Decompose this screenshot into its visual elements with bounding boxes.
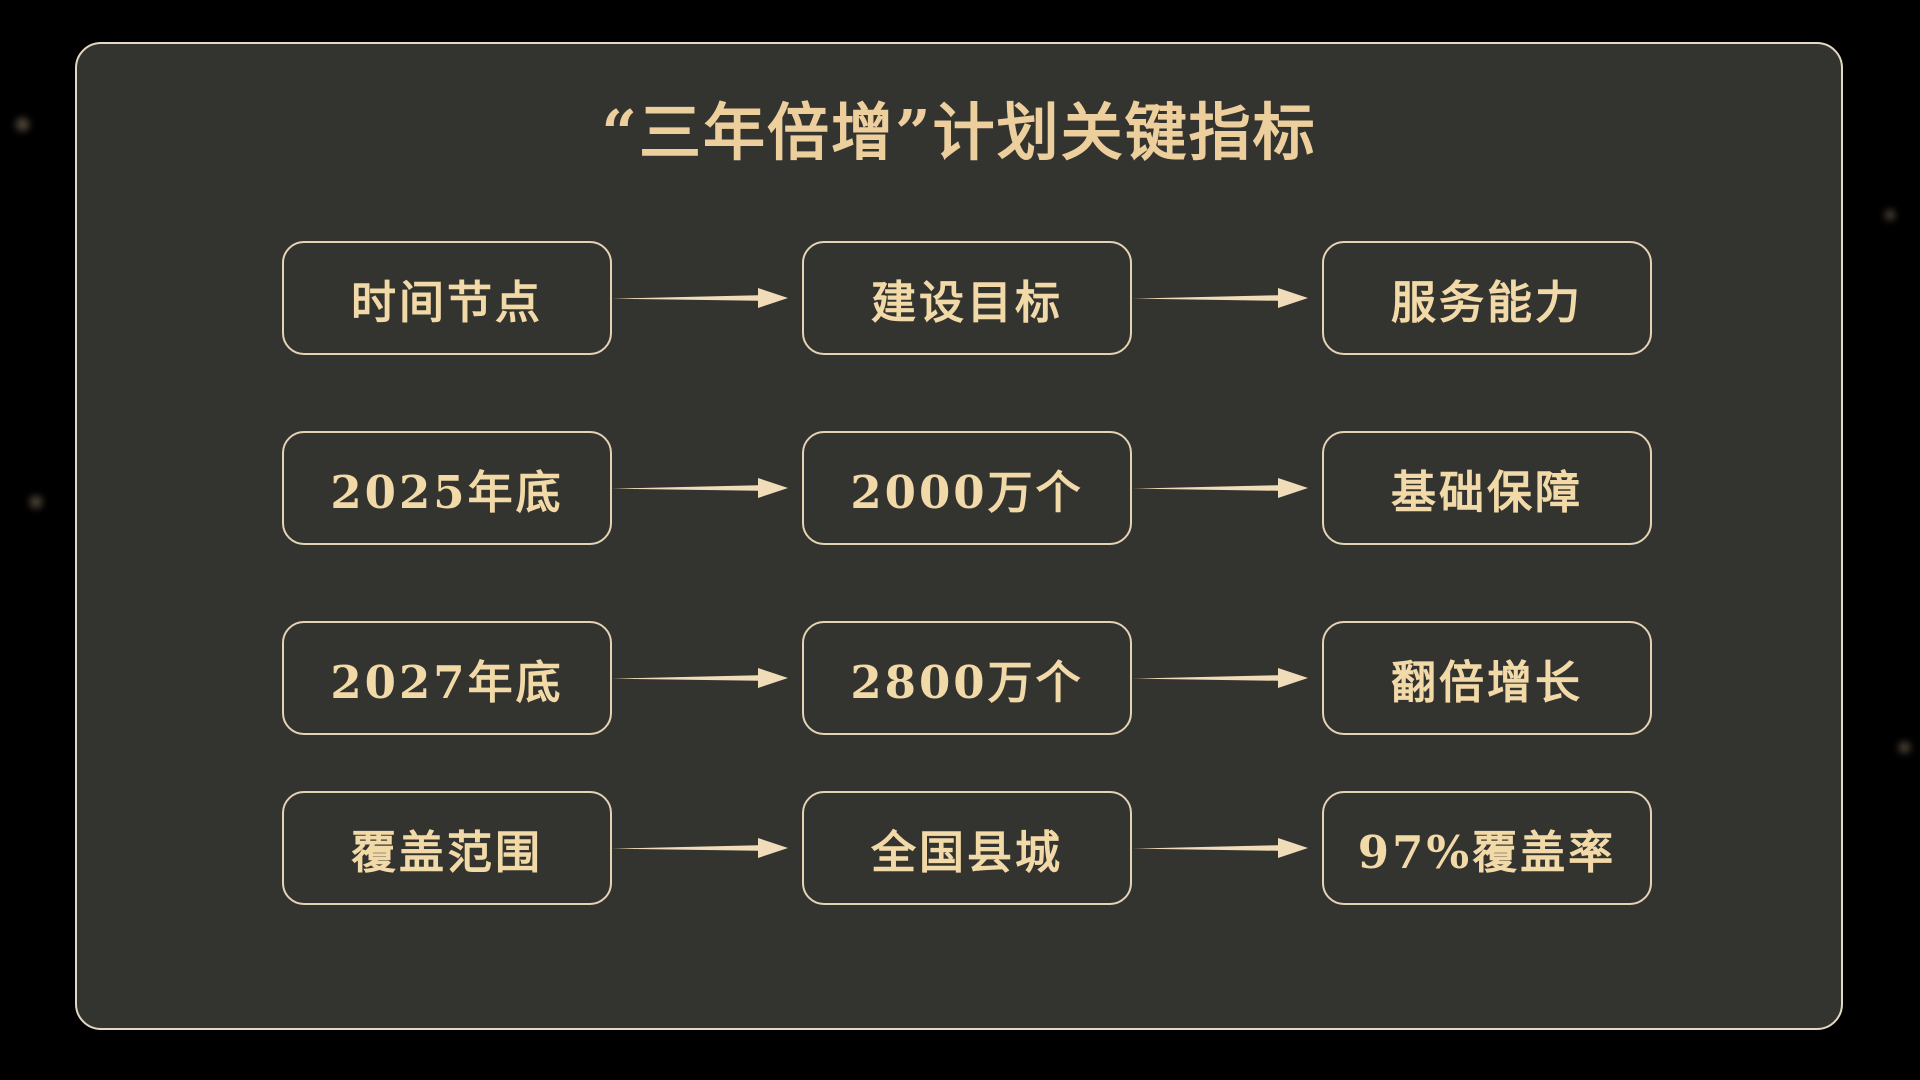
slide-card: “三年倍增”计划关键指标 时间节点 建设目标 服务能力 2025年底 — [75, 42, 1843, 1030]
arrow-right-icon — [1132, 283, 1322, 313]
arrow-right-icon — [612, 473, 802, 503]
flow-node[interactable]: 全国县城 — [802, 791, 1132, 905]
flow-node[interactable]: 基础保障 — [1322, 431, 1652, 545]
flow-node[interactable]: 2800万个 — [802, 621, 1132, 735]
flow-node[interactable]: 翻倍增长 — [1322, 621, 1652, 735]
flow-row: 时间节点 建设目标 服务能力 — [77, 239, 1841, 357]
flow-row: 2027年底 2800万个 翻倍增长 — [77, 619, 1841, 737]
flow-node[interactable]: 覆盖范围 — [282, 791, 612, 905]
flow-node[interactable]: 97%覆盖率 — [1322, 791, 1652, 905]
flow-diagram: 时间节点 建设目标 服务能力 2025年底 2000万个 — [77, 239, 1841, 907]
arrow-right-icon — [1132, 833, 1322, 863]
flow-node[interactable]: 建设目标 — [802, 241, 1132, 355]
flow-node[interactable]: 2025年底 — [282, 431, 612, 545]
flow-node[interactable]: 2027年底 — [282, 621, 612, 735]
page-title: “三年倍增”计划关键指标 — [601, 96, 1317, 169]
arrow-right-icon — [1132, 663, 1322, 693]
arrow-right-icon — [612, 283, 802, 313]
flow-node[interactable]: 2000万个 — [802, 431, 1132, 545]
flow-row: 2025年底 2000万个 基础保障 — [77, 429, 1841, 547]
flow-node[interactable]: 时间节点 — [282, 241, 612, 355]
flow-node[interactable]: 服务能力 — [1322, 241, 1652, 355]
particle-dot — [16, 118, 29, 131]
particle-dot — [30, 496, 42, 508]
arrow-right-icon — [1132, 473, 1322, 503]
arrow-right-icon — [612, 663, 802, 693]
arrow-right-icon — [612, 833, 802, 863]
particle-dot — [1899, 742, 1910, 753]
flow-row: 覆盖范围 全国县城 97%覆盖率 — [77, 789, 1841, 907]
particle-dot — [1885, 210, 1895, 220]
